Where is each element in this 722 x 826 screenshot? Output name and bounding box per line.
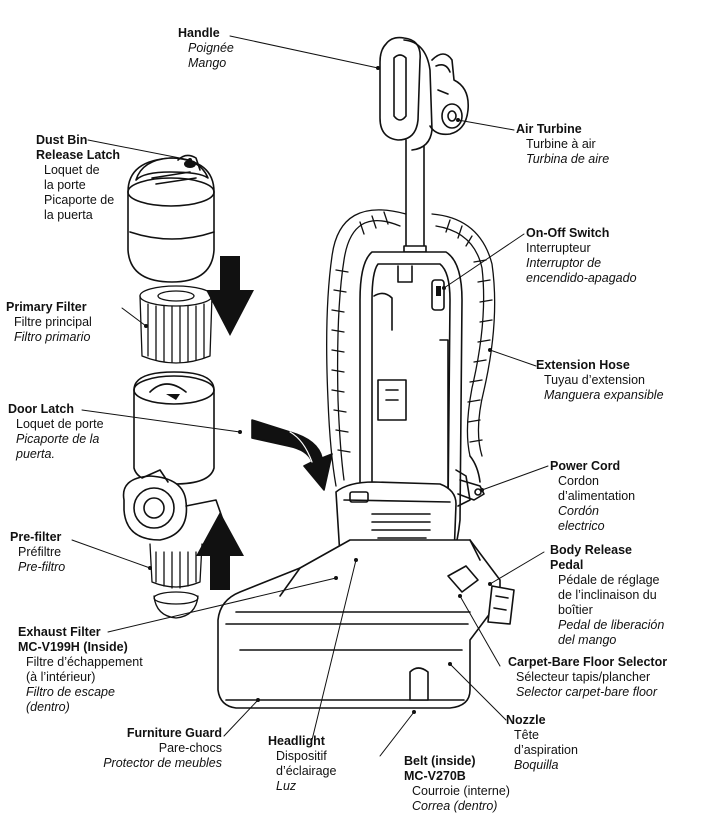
label-body-release-es2: del mango: [558, 633, 617, 647]
label-primary-filter-es: Filtro primario: [14, 330, 91, 344]
label-belt-en1: Belt (inside): [404, 754, 476, 768]
label-air-turbine-fr: Turbine à air: [526, 137, 596, 151]
label-dust-bin-fr2: la porte: [44, 178, 86, 192]
label-on-off-es1: Interruptor de: [526, 256, 602, 270]
label-exhaust-filter: Exhaust Filter MC-V199H (Inside) Filtre …: [18, 625, 143, 715]
label-pre-filter-en: Pre-filter: [10, 530, 62, 544]
label-body-release-en2: Pedal: [550, 558, 584, 572]
label-handle-fr: Poignée: [188, 41, 234, 55]
label-on-off: On-Off Switch Interrupteur Interruptor d…: [526, 226, 637, 286]
label-furniture-guard: Furniture Guard Pare-chocs Protector de …: [94, 726, 222, 771]
label-on-off-en: On-Off Switch: [526, 226, 610, 240]
label-power-cord-en: Power Cord: [550, 459, 621, 473]
label-dust-bin-en1: Dust Bin: [36, 133, 88, 147]
label-belt-fr: Courroie (interne): [412, 784, 510, 798]
wand-tube: [403, 139, 427, 253]
label-carpet-selector-es: Selector carpet-bare floor: [516, 685, 658, 699]
label-exhaust-filter-en1: Exhaust Filter: [18, 625, 101, 639]
label-air-turbine-en: Air Turbine: [516, 122, 582, 136]
down-arrow: [206, 256, 254, 336]
vacuum-base: [217, 539, 515, 709]
label-pre-filter-fr: Préfiltre: [18, 545, 62, 559]
label-extension-hose-en: Extension Hose: [536, 358, 630, 372]
leader-lines: [71, 35, 549, 757]
label-furniture-guard-en: Furniture Guard: [126, 726, 222, 740]
label-air-turbine: Air Turbine Turbine à air Turbina de air…: [516, 122, 609, 167]
label-headlight-fr2: d’éclairage: [276, 764, 337, 778]
label-nozzle-fr2: d’aspiration: [514, 743, 578, 757]
primary-filter: [139, 285, 213, 364]
bin-bottom-door: [122, 469, 231, 557]
label-power-cord-es2: electrico: [558, 519, 605, 533]
label-furniture-guard-fr: Pare-chocs: [158, 741, 222, 755]
label-exhaust-filter-fr2: (à l’intérieur): [26, 670, 96, 684]
label-extension-hose-fr: Tuyau d’extension: [544, 373, 645, 387]
label-air-turbine-es: Turbina de aire: [526, 152, 610, 166]
label-handle-en: Handle: [178, 26, 220, 40]
label-carpet-selector: Carpet-Bare Floor Selector Sélecteur tap…: [508, 655, 667, 700]
label-belt-es: Correa (dentro): [412, 799, 498, 813]
label-on-off-es2: encendido-apagado: [526, 271, 637, 285]
insert-arrow: [251, 419, 333, 491]
label-door-latch-es1: Picaporte de la: [16, 432, 100, 446]
label-door-latch-en: Door Latch: [8, 402, 74, 416]
label-extension-hose-es: Manguera expansible: [544, 388, 664, 402]
extension-hose: [326, 209, 496, 487]
label-primary-filter: Primary Filter Filtre principal Filtro p…: [6, 300, 92, 345]
label-nozzle-en: Nozzle: [506, 713, 546, 727]
label-headlight-en: Headlight: [268, 734, 325, 748]
label-nozzle-fr1: Tête: [514, 728, 540, 742]
label-power-cord-fr2: d’alimentation: [558, 489, 636, 503]
power-cord-connector: [457, 455, 485, 501]
label-headlight-fr1: Dispositif: [276, 749, 327, 763]
label-primary-filter-fr: Filtre principal: [14, 315, 92, 329]
label-extension-hose: Extension Hose Tuyau d’extension Manguer…: [536, 358, 664, 403]
label-door-latch-es2: puerta.: [16, 447, 55, 461]
label-nozzle: Nozzle Tête d’aspiration Boquilla: [506, 713, 578, 773]
label-body-release: Body Release Pedal Pédale de réglage de …: [550, 543, 664, 648]
label-door-latch-fr: Loquet de porte: [16, 417, 104, 431]
label-handle: Handle Poignée Mango: [178, 26, 234, 71]
label-belt-en2: MC-V270B: [404, 769, 466, 783]
label-on-off-fr: Interrupteur: [526, 241, 591, 255]
label-exhaust-filter-es2: (dentro): [26, 700, 70, 714]
label-door-latch: Door Latch Loquet de porte Picaporte de …: [8, 402, 104, 462]
filter-housing: [133, 371, 215, 485]
pre-filter: [149, 543, 203, 619]
label-primary-filter-en: Primary Filter: [6, 300, 87, 314]
label-body-release-es1: Pedal de liberación: [558, 618, 665, 632]
label-power-cord-es1: Cordón: [558, 504, 599, 518]
air-turbine: [429, 53, 470, 136]
label-dust-bin-es1: Picaporte de: [44, 193, 115, 207]
label-carpet-selector-fr: Sélecteur tapis/plancher: [516, 670, 651, 684]
label-belt: Belt (inside) MC-V270B Courroie (interne…: [404, 754, 510, 814]
label-dust-bin-en2: Release Latch: [36, 148, 121, 162]
dust-bin-assembly: [127, 154, 215, 283]
label-body-release-fr1: Pédale de réglage: [558, 573, 660, 587]
label-nozzle-es: Boquilla: [514, 758, 559, 772]
label-headlight-es: Luz: [276, 779, 297, 793]
label-body-release-fr2: de l’inclinaison du: [558, 588, 657, 602]
label-furniture-guard-es: Protector de meubles: [103, 756, 222, 770]
label-power-cord: Power Cord Cordon d’alimentation Cordón …: [550, 459, 635, 534]
label-power-cord-fr1: Cordon: [558, 474, 599, 488]
label-carpet-selector-en: Carpet-Bare Floor Selector: [508, 655, 668, 669]
label-body-release-fr3: boîtier: [558, 603, 593, 617]
label-dust-bin: Dust Bin Release Latch Loquet de la port…: [36, 133, 120, 223]
label-headlight: Headlight Dispositif d’éclairage Luz: [268, 734, 336, 794]
up-arrow: [196, 512, 244, 590]
leader-dots: [144, 66, 492, 714]
label-exhaust-filter-es1: Filtro de escape: [26, 685, 115, 699]
label-pre-filter: Pre-filter Préfiltre Pre-filtro: [10, 530, 65, 575]
label-body-release-en1: Body Release: [550, 543, 632, 557]
label-handle-es: Mango: [188, 56, 227, 70]
label-dust-bin-fr1: Loquet de: [44, 163, 100, 177]
vacuum-handle: [379, 36, 433, 151]
label-exhaust-filter-fr1: Filtre d’échappement: [26, 655, 143, 669]
label-pre-filter-es: Pre-filtro: [18, 560, 66, 574]
label-dust-bin-es2: la puerta: [44, 208, 93, 222]
label-exhaust-filter-en2: MC-V199H (Inside): [18, 640, 128, 654]
